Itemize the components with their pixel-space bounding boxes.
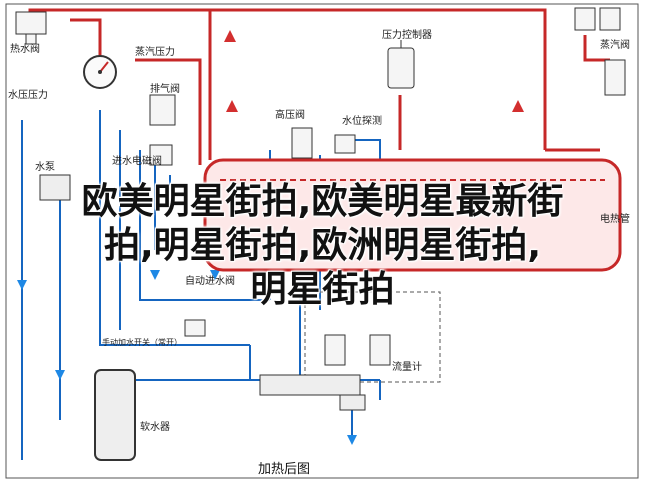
down-arrow-icon: [210, 270, 220, 280]
label-level-probe: 水位探测: [342, 114, 382, 127]
up-arrow-icon: [512, 100, 524, 112]
label-heater-tube: 电热管: [600, 212, 630, 225]
level-probe: [334, 134, 356, 154]
boiler-drum: [203, 158, 622, 272]
exhaust-valve: [149, 94, 176, 126]
label-flowmeter: 流量计: [392, 360, 422, 373]
down-arrow-icon: [55, 370, 65, 380]
water-pump: [39, 174, 71, 201]
down-arrow-icon: [150, 270, 160, 280]
watermark-line-2: 拍,明星街拍,欧洲明星街拍,: [103, 225, 542, 266]
down-arrow-icon: [347, 435, 357, 445]
up-arrow-icon: [226, 100, 238, 112]
steam-arrows: [224, 30, 524, 112]
label-steam-pressure: 蒸汽压力: [135, 45, 175, 58]
label-manual-inlet: 手动加水开关（常开）: [102, 337, 182, 347]
label-heat-valve: 热水阀: [10, 42, 40, 55]
label-auto-inlet: 自动进水阀: [185, 274, 235, 287]
water-arrows: [17, 270, 357, 445]
watermark-line-1: 欧美明星街拍,欧美明星最新街: [81, 181, 564, 222]
label-steam-valve: 蒸汽阀: [600, 38, 630, 51]
label-water-pump: 水泵: [35, 161, 55, 173]
softener-tank: [94, 369, 136, 461]
up-arrow-icon: [224, 30, 236, 42]
filter-assembly: [259, 374, 366, 411]
diagram-frame: [5, 3, 639, 479]
label-safety-valve: 高压阀: [275, 108, 305, 121]
auto-inlet-valve: [184, 319, 206, 337]
steam-valve: [574, 7, 626, 96]
diagram-caption: 加热后图: [258, 462, 310, 477]
label-pressure-controller: 压力控制器: [382, 28, 432, 41]
heat-valve: [15, 11, 47, 45]
label-inlet-solenoid: 进水电磁阀: [112, 154, 162, 167]
label-water-pressure: 水压压力: [8, 88, 48, 101]
safety-valve: [291, 127, 313, 159]
label-exhaust-valve: 排气阀: [150, 82, 180, 95]
watermark-line-3: 明星街拍: [250, 269, 395, 310]
label-softener: 软水器: [140, 420, 170, 433]
inlet-solenoid-valve: [149, 144, 173, 166]
steam-lines: [28, 8, 610, 165]
down-arrow-icon: [17, 280, 27, 290]
pressure-controller: [387, 40, 415, 89]
flowmeter-box: [304, 291, 441, 383]
pressure-gauge: [83, 55, 117, 89]
